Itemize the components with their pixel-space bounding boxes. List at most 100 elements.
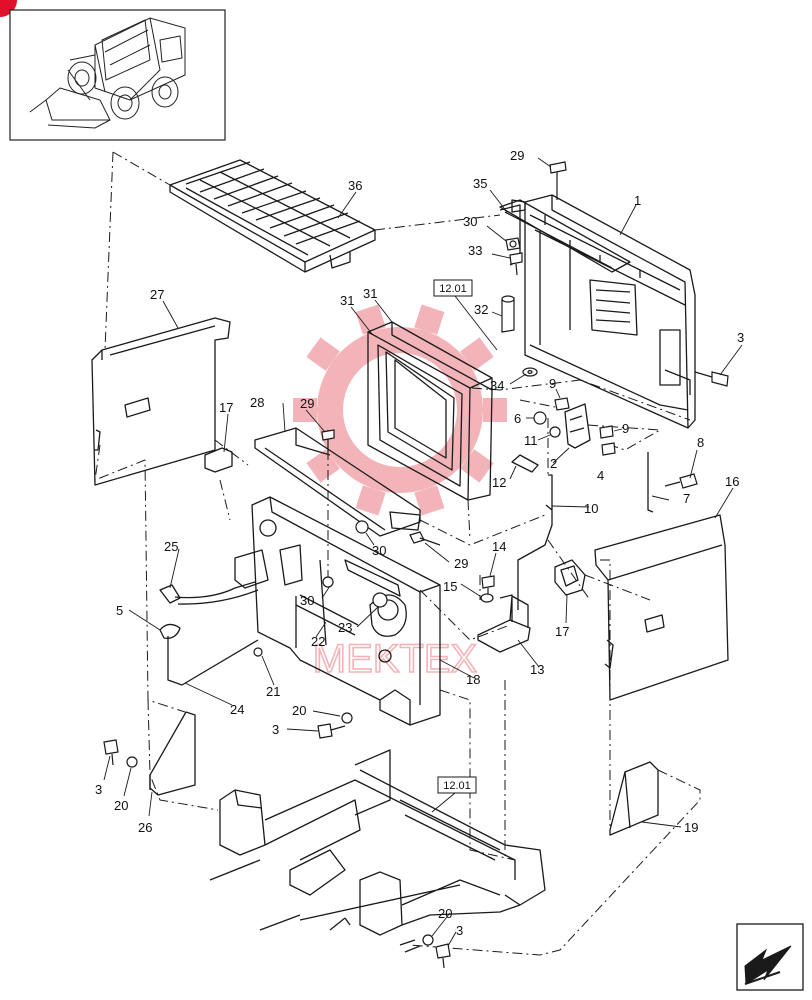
callout-20: 20: [438, 906, 452, 921]
latch-2: [564, 403, 591, 449]
callout-4: 4: [597, 468, 604, 483]
skid-steer-loader-icon: [29, 17, 186, 129]
grommet-17: [554, 559, 586, 596]
callout-20: 20: [292, 703, 306, 718]
nut-9b: [599, 425, 614, 439]
chassis-base: [209, 749, 546, 953]
callout-29: 29: [454, 556, 468, 571]
next-page-button[interactable]: [736, 923, 804, 991]
parts-line-art: [91, 151, 729, 956]
callout-numbers: 29 35 1 36 30 33 27 31 31 32 3 34 9 6 9 …: [95, 148, 744, 938]
bolt-3-mid: [317, 723, 346, 739]
callout-21: 21: [266, 684, 280, 699]
rod-7: [647, 452, 654, 513]
callout-7: 7: [683, 491, 690, 506]
washer-20-left: [126, 756, 138, 768]
callout-5: 5: [116, 603, 123, 618]
callout-34: 34: [490, 378, 504, 393]
nut-6: [533, 411, 547, 425]
spacer-32: [501, 295, 515, 333]
callout-9: 9: [622, 421, 629, 436]
callout-17: 17: [555, 624, 569, 639]
bolt-29-top: [549, 161, 567, 200]
watermark-gear-tooth: [306, 449, 340, 483]
watermark-gear-tooth: [414, 304, 445, 335]
hardware: [103, 161, 729, 969]
callout-12: 12: [492, 475, 506, 490]
bolt-33: [509, 252, 523, 276]
callout-14: 14: [492, 539, 506, 554]
callout-8: 8: [697, 435, 704, 450]
bolt-8: [664, 473, 698, 489]
callout-10: 10: [584, 501, 598, 516]
callout-22: 22: [311, 634, 325, 649]
watermark-gear-tooth: [460, 337, 494, 371]
rear-frame-18: [234, 496, 441, 726]
plug-21: [253, 647, 263, 657]
seal-frame-31: [367, 321, 493, 501]
reference-box-bottom: 12.01: [431, 776, 477, 813]
reference-label: 12.01: [443, 780, 471, 792]
callout-3: 3: [737, 330, 744, 345]
callout-33: 33: [468, 243, 482, 258]
corner-badge: [0, 0, 17, 17]
bracket-19: [609, 761, 659, 836]
nut-30-mid: [355, 520, 369, 534]
watermark-gear-tooth: [306, 337, 340, 371]
cross-bar-28: [254, 427, 421, 537]
callout-30: 30: [463, 214, 477, 229]
nut-11: [549, 426, 561, 438]
clip-12: [511, 454, 539, 473]
callout-29: 29: [510, 148, 524, 163]
dashed-leaders: [94, 151, 701, 956]
seal-strip-35: [499, 199, 631, 273]
washer-20-mid: [341, 712, 353, 724]
washer-15: [480, 593, 494, 603]
callout-20: 20: [114, 798, 128, 813]
callout-24: 24: [230, 702, 244, 717]
cable-assembly: [159, 559, 327, 686]
callout-2: 2: [550, 456, 557, 471]
callout-26: 26: [138, 820, 152, 835]
callout-23: 23: [338, 620, 352, 635]
callout-17: 17: [219, 400, 233, 415]
callout-3: 3: [272, 722, 279, 737]
callout-19: 19: [684, 820, 698, 835]
callout-28: 28: [250, 395, 264, 410]
callout-32: 32: [474, 302, 488, 317]
watermark-gear-tooth: [414, 485, 445, 516]
callout-36: 36: [348, 178, 362, 193]
right-side-panel-16: [594, 514, 729, 701]
arrow-down-left-icon: [744, 945, 792, 985]
nut-4: [601, 442, 616, 456]
callout-9: 9: [549, 376, 556, 391]
callout-leaders: [103, 157, 743, 947]
callout-13: 13: [530, 662, 544, 677]
callout-16: 16: [725, 474, 739, 489]
bolt-29-mid: [321, 429, 335, 455]
callout-27: 27: [150, 287, 164, 302]
watermark-gear-tooth: [355, 485, 386, 516]
reference-label: 12.01: [439, 283, 467, 295]
nut-30-lower: [322, 576, 334, 588]
bracket-13: [477, 594, 531, 653]
callout-30: 30: [300, 593, 314, 608]
bolt-3-right: [694, 371, 729, 387]
callout-6: 6: [514, 411, 521, 426]
callout-31: 31: [340, 293, 354, 308]
washer-20-bottom: [422, 934, 434, 946]
step-grille-36: [169, 159, 376, 273]
machine-thumbnail: [9, 9, 226, 141]
reference-box-top: 12.01: [433, 279, 498, 351]
watermark-gear-tooth: [483, 398, 507, 422]
callout-29: 29: [300, 396, 314, 411]
bolt-3-bottom: [435, 943, 451, 969]
callout-11: 11: [524, 433, 538, 448]
callout-18: 18: [466, 672, 480, 687]
callout-31: 31: [363, 286, 377, 301]
bolt-3-left: [103, 739, 119, 766]
radiator-panel-1: [499, 194, 696, 429]
callout-3: 3: [456, 923, 463, 938]
plate-10: [517, 474, 553, 610]
